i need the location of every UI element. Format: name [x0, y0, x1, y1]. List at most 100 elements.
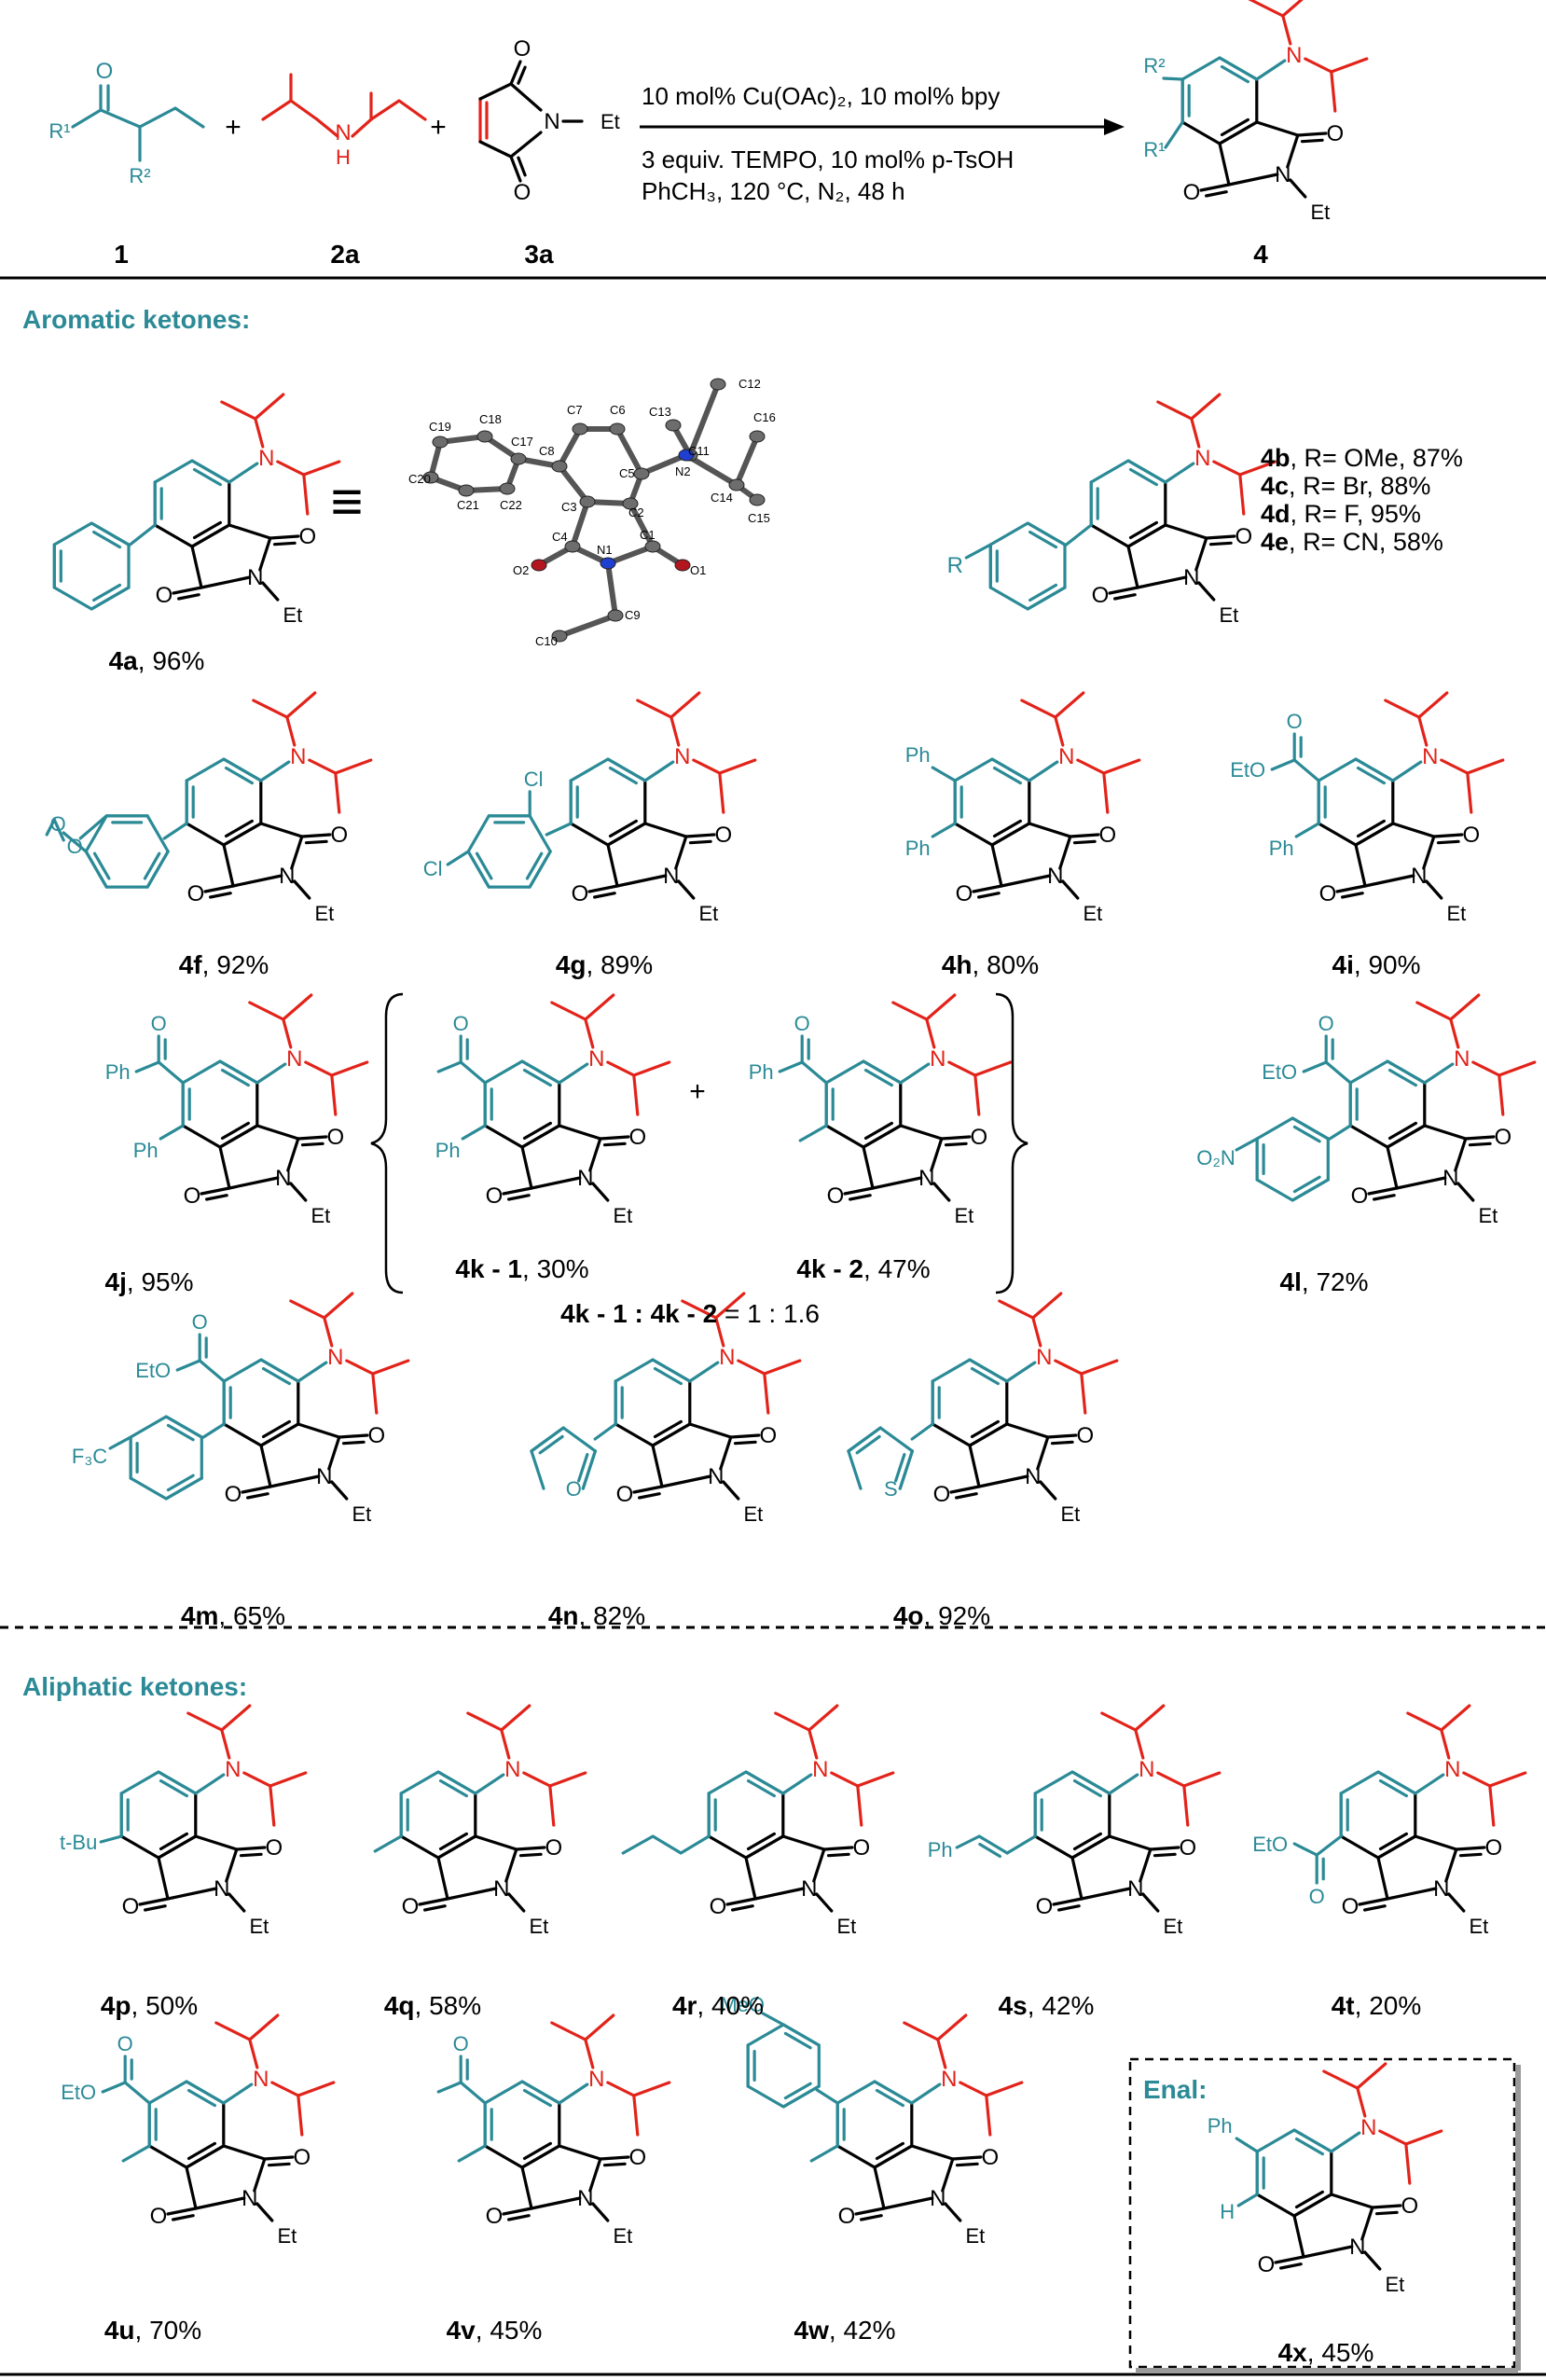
phenyl-group: [52, 521, 157, 611]
compound-id: 4t: [1332, 1991, 1355, 2020]
separator-lines: [0, 276, 1546, 2376]
ethyl-label: Et: [529, 1915, 548, 1938]
amine-nitrogen-label: N: [674, 744, 690, 769]
compound-yield: 50%: [145, 1991, 198, 2020]
amine-nitrogen-label: N: [1360, 2115, 1376, 2140]
ethoxy-label: EtO: [1230, 758, 1265, 782]
amine-nitrogen-label: N: [1058, 744, 1074, 769]
compound-yield: 80%: [987, 950, 1039, 979]
r2-label: R²: [129, 164, 150, 187]
oxygen-label: O: [117, 2032, 133, 2055]
nitrogen-label: N: [1127, 1876, 1143, 1902]
xray-atom-label: C5: [619, 466, 635, 480]
ethyl-label: Et: [965, 2224, 985, 2248]
plus-sign: +: [689, 1076, 706, 1107]
xray-atom: [609, 422, 626, 436]
oxygen-label: O: [1495, 1125, 1512, 1150]
oxygen-label: O: [971, 1125, 988, 1150]
isomer-ratio: 4k - 1 : 4k - 2 = 1 : 1.6: [560, 1299, 820, 1328]
oxygen-label: O: [794, 1012, 810, 1035]
nitrogen-label: N: [1183, 565, 1199, 590]
oxygen-label: O: [838, 2204, 856, 2229]
compound-caption: 4r, 40%: [672, 1991, 764, 2020]
nitrogen-label: N: [242, 2186, 257, 2211]
xray-atom-label: C12: [738, 377, 761, 391]
compound-yield: 82%: [593, 1601, 645, 1630]
reaction-condition: 10 mol% Cu(OAc)₂, 10 mol% bpy: [642, 82, 1000, 110]
oxygen-label: O: [853, 1835, 871, 1861]
compound-id: 4h: [942, 950, 973, 979]
phenyl-label: Ph: [1208, 2114, 1233, 2138]
nitrogen-label: N: [1047, 864, 1063, 889]
xray-atom-label: C10: [535, 634, 558, 648]
nitrogen-label: N: [1349, 2235, 1365, 2260]
ethoxy-label: EtO: [135, 1359, 171, 1382]
amine-nitrogen-label: N: [253, 2067, 269, 2092]
caption-separator: ,: [476, 2316, 490, 2345]
methoxyphenyl-and-methyl-groups: MeO: [720, 1993, 839, 2163]
compound-id: 4n: [548, 1601, 579, 1630]
compound-id: 4g: [556, 950, 587, 979]
reactant-2a-structure: NH: [261, 73, 427, 169]
xray-atom-label: C17: [511, 435, 533, 449]
nitrogen-label: N: [247, 565, 263, 590]
compound-caption: 4t, 20%: [1332, 1991, 1422, 2020]
xray-atom-label: C4: [552, 530, 568, 544]
xray-bond: [557, 464, 590, 505]
compound-caption: 4j, 95%: [105, 1267, 194, 1296]
oxygen-label: O: [453, 2032, 469, 2055]
ethyl-label: Et: [277, 2224, 297, 2248]
compound-id: 4r: [672, 1991, 697, 2020]
oxygen-label: O: [1258, 2252, 1276, 2277]
r2-label: R²: [1143, 54, 1165, 77]
compound-id: 4o: [893, 1601, 924, 1630]
xray-atom-label: C3: [561, 500, 577, 514]
compound-id: 4a: [109, 646, 139, 675]
xray-atom: [622, 497, 639, 510]
compound-yield: 45%: [1321, 2338, 1373, 2367]
nitrogen-label: N: [918, 1166, 934, 1191]
compound-id: 4v: [447, 2316, 476, 2345]
oxygen-label: O: [827, 1183, 845, 1209]
xray-bond: [614, 426, 644, 477]
nitrogen-label: N: [708, 1464, 724, 1489]
nitrogen-label: N: [577, 1166, 593, 1191]
oxygen-label: O: [572, 881, 589, 906]
phenyl-label: Ph: [905, 743, 931, 767]
compound-yield: 65%: [233, 1601, 285, 1630]
caption-separator: ,: [522, 1254, 537, 1283]
nitrogen-label: N: [493, 1876, 509, 1902]
compound-caption: 4k - 1, 30%: [455, 1254, 588, 1283]
xray-atom: [633, 467, 650, 480]
caption-separator: ,: [587, 950, 601, 979]
phenyl-label: Ph: [1269, 837, 1294, 860]
compound-yield: 42%: [843, 2316, 895, 2345]
series-entry: 4e, R= CN, 58%: [1261, 528, 1443, 556]
xray-atom-label: C13: [649, 405, 671, 419]
nitrogen-label: N: [279, 864, 295, 889]
nitrogen-label: N: [275, 1166, 291, 1191]
methoxy-label: MeO: [720, 1993, 765, 2016]
xray-atom: [607, 609, 624, 622]
product-4-label: 4: [1253, 240, 1268, 269]
compound-yield: 20%: [1369, 1991, 1421, 2020]
ethyl-label: Et: [698, 902, 718, 925]
compound-caption: 4u, 70%: [104, 2316, 201, 2345]
oxygen-label: O: [96, 59, 114, 84]
compound-id: 4m: [181, 1601, 218, 1630]
ethyl-label: Et: [836, 1915, 856, 1938]
ethyl-label: Et: [1469, 1915, 1488, 1938]
oxygen-label: O: [710, 1894, 727, 1919]
amine-nitrogen-label: N: [225, 1757, 241, 1782]
xray-atom: [531, 559, 547, 572]
amine-nitrogen-label: N: [1444, 1757, 1460, 1782]
